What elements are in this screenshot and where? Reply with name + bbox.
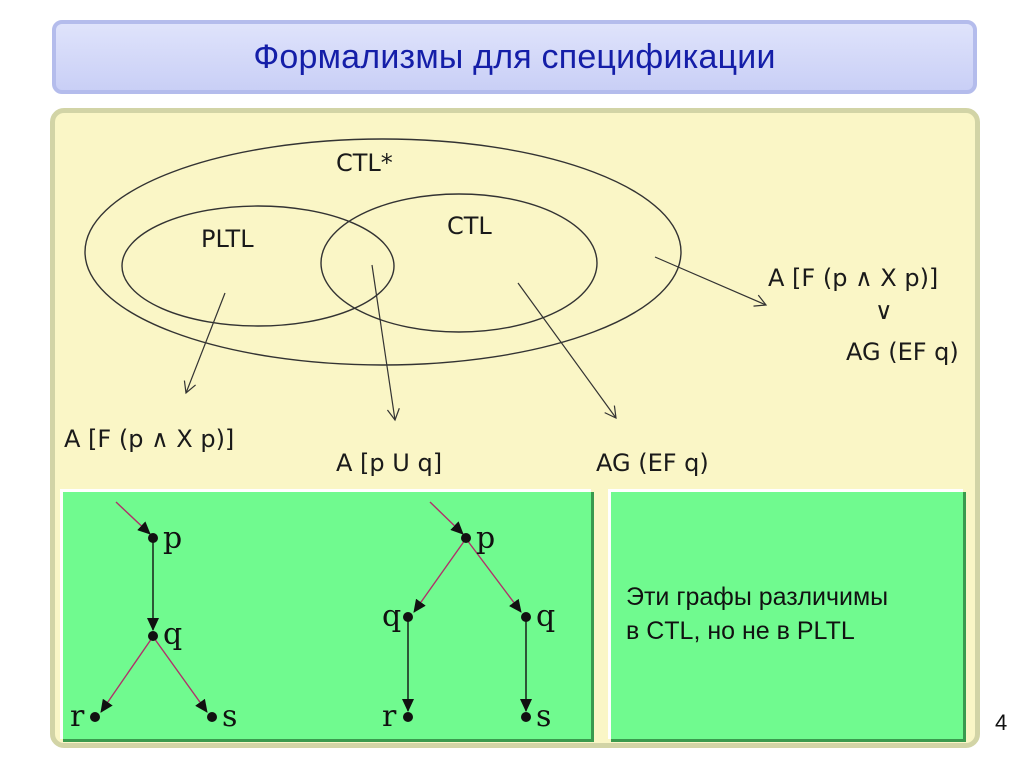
ctl-star-ellipse xyxy=(84,138,682,366)
arrow-ctl xyxy=(517,282,617,420)
ctl-ellipse xyxy=(320,193,598,333)
note-line-1: Эти графы различимы xyxy=(626,583,889,611)
graph1-edge-q-s xyxy=(153,637,208,713)
arrow-ctl-star xyxy=(654,256,768,307)
page-number: 4 xyxy=(995,710,1008,735)
title-bar: Формализмы для спецификации xyxy=(52,20,977,94)
graph1-node-q xyxy=(148,631,158,641)
graph2-edge-p-q-left xyxy=(413,539,466,613)
formula-ctlstar-line1: A [F (p ∧ X p)] xyxy=(768,264,938,292)
graph2-label-r: r xyxy=(382,699,397,734)
graph2-label-s: s xyxy=(536,699,551,734)
note-panel xyxy=(608,489,963,739)
graph1-node-r xyxy=(90,712,100,722)
graph-1: p q r s xyxy=(70,501,237,734)
ctl-star-label: CTL* xyxy=(336,149,393,177)
formula-ctl-example: AG (EF q) xyxy=(596,449,709,477)
formula-ctlstar-or: ∨ xyxy=(875,297,893,325)
graph1-node-p xyxy=(148,533,158,543)
graph2-entry-edge xyxy=(429,501,464,535)
arrow-pltl xyxy=(183,292,226,395)
arrow-common xyxy=(371,264,400,422)
graph1-label-q: q xyxy=(163,617,182,652)
pltl-label: PLTL xyxy=(201,225,254,253)
graph2-node-q-left xyxy=(403,612,413,622)
graph1-entry-edge xyxy=(115,501,151,535)
formula-common-example: A [p U q] xyxy=(336,449,442,477)
graph2-edge-p-q-right xyxy=(466,539,522,613)
formula-ctlstar-line2: AG (EF q) xyxy=(846,338,959,366)
graph2-node-s xyxy=(521,712,531,722)
graph1-label-r: r xyxy=(70,699,85,734)
graph1-label-s: s xyxy=(222,699,237,734)
graph2-label-q-right: q xyxy=(536,599,555,634)
slide-title: Формализмы для спецификации xyxy=(253,37,776,76)
graph2-node-p xyxy=(461,533,471,543)
graph1-node-s xyxy=(207,712,217,722)
graph2-label-p: p xyxy=(476,521,495,556)
note-line-2: в CTL, но не в PLTL xyxy=(626,617,855,645)
graph1-label-p: p xyxy=(163,521,182,556)
formula-pltl-example: A [F (p ∧ X p)] xyxy=(64,425,234,453)
pltl-ellipse xyxy=(121,205,395,327)
graph1-edge-q-r xyxy=(100,637,153,713)
graph2-label-q-left: q xyxy=(382,599,401,634)
graph2-node-r xyxy=(403,712,413,722)
note-text: Эти графы различимы в CTL, но не в PLTL xyxy=(626,580,956,648)
graph2-node-q-right xyxy=(521,612,531,622)
graph-2: p q q r s xyxy=(382,501,555,734)
ctl-label: CTL xyxy=(447,212,492,240)
